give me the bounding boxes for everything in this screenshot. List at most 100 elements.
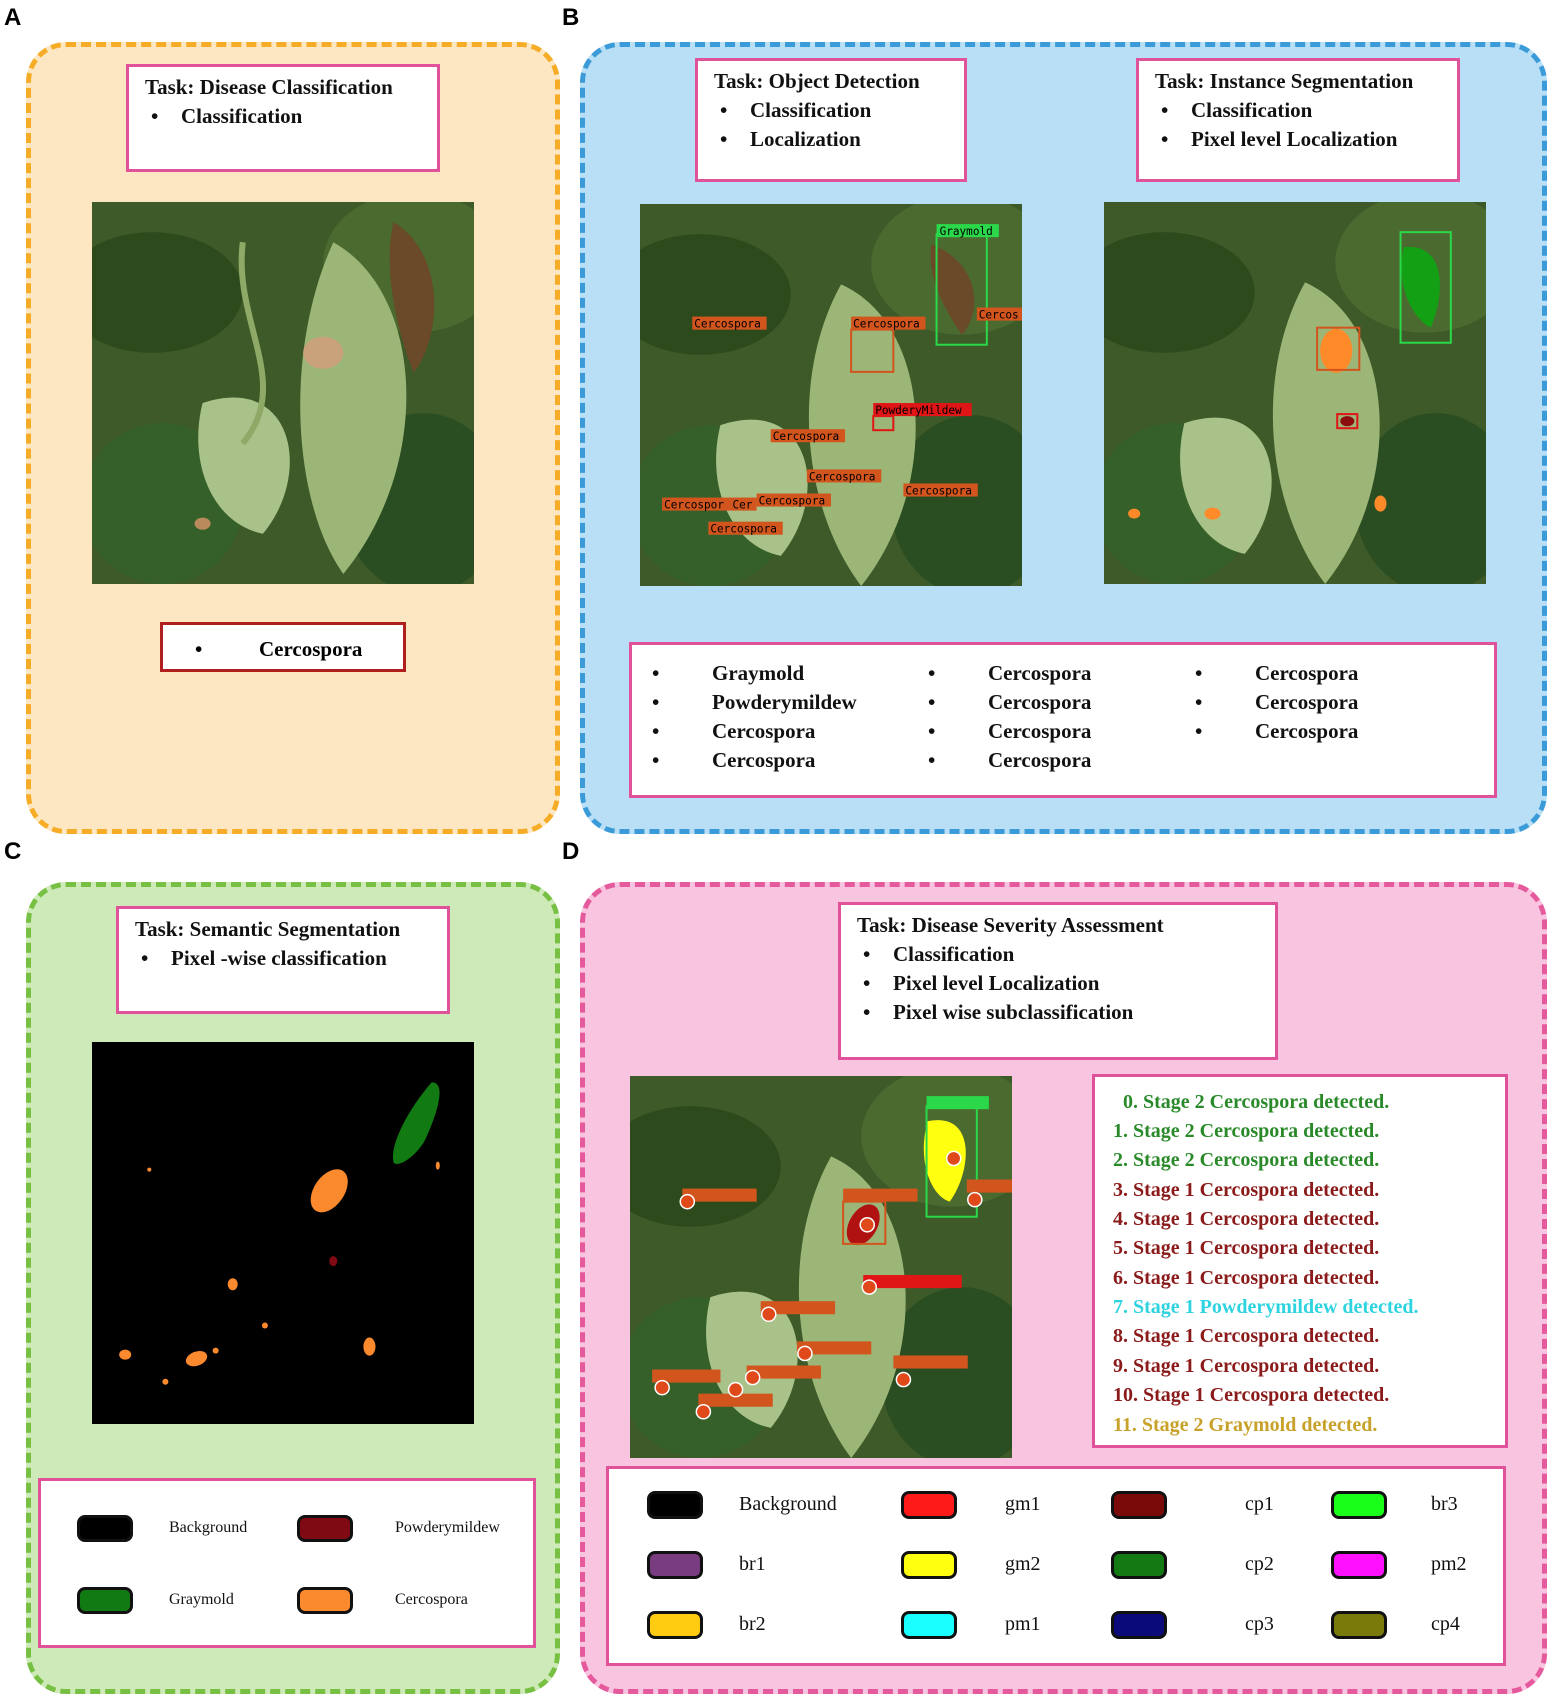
severity-item: 4. Stage 1 Cercospora detected. <box>1113 1208 1380 1230</box>
legend-label: cp3 <box>1245 1613 1274 1635</box>
task-item: Classification <box>714 96 952 125</box>
severity-item: 6. Stage 1 Cercospora detected. <box>1113 1267 1380 1289</box>
legend-swatch <box>77 1515 133 1542</box>
task-title: Task: Semantic Segmentation <box>135 917 401 941</box>
detection-label: Cercospora <box>710 523 777 536</box>
legend-swatch <box>901 1611 957 1639</box>
leaf-image-detection: Graymold Cercospora Cercospora Cercos Po… <box>640 204 1022 586</box>
legend-label: br3 <box>1431 1493 1458 1515</box>
legend-swatch <box>1111 1611 1167 1639</box>
result-item: Cercospora <box>908 659 1091 688</box>
detection-label: Cercospora <box>759 495 826 508</box>
task-title: Task: Object Detection <box>714 69 920 93</box>
legend-label: pm2 <box>1431 1553 1467 1575</box>
result-item: Cercospora <box>632 746 857 775</box>
task-item: Classification <box>857 940 1263 969</box>
task-box-semantic-segmentation: Task: Semantic Segmentation Pixel -wise … <box>116 906 450 1014</box>
legend-swatch <box>901 1551 957 1579</box>
task-item: Pixel level Localization <box>1155 125 1445 154</box>
detection-label: Cercospora <box>905 485 972 498</box>
severity-item: 3. Stage 1 Cercospora detected. <box>1113 1179 1380 1201</box>
legend-label: cp2 <box>1245 1553 1274 1575</box>
detection-label: Cercospora <box>853 318 920 331</box>
result-item: Cercospora <box>1175 659 1358 688</box>
legend-label: cp4 <box>1431 1613 1460 1635</box>
detection-label: Graymold <box>940 225 993 238</box>
results-column: Cercospora Cercospora Cercospora <box>1175 659 1358 746</box>
result-label: Cercospora <box>259 637 363 661</box>
task-title: Task: Disease Severity Assessment <box>857 913 1164 937</box>
legend-swatch <box>77 1587 133 1614</box>
severity-item: 2. Stage 2 Cercospora detected. <box>1113 1149 1380 1171</box>
severity-item: 10. Stage 1 Cercospora detected. <box>1113 1384 1390 1406</box>
detection-label: Cercospora <box>694 318 761 331</box>
task-box-classification: Task: Disease Classification Classificat… <box>126 64 440 172</box>
task-item: Localization <box>714 125 952 154</box>
severity-list-box: 0. Stage 2 Cercospora detected. 1. Stage… <box>1092 1074 1508 1448</box>
legend-swatch <box>1331 1611 1387 1639</box>
legend-label: Cercospora <box>395 1591 468 1608</box>
result-item: Cercospora <box>1175 688 1358 717</box>
legend-label: Background <box>739 1493 837 1515</box>
legend-swatch <box>1111 1551 1167 1579</box>
detection-label: Cercospora <box>809 470 876 483</box>
legend-box-c: Background Powderymildew Graymold Cercos… <box>38 1478 536 1648</box>
task-item: Pixel -wise classification <box>135 944 435 973</box>
severity-item: 11. Stage 2 Graymold detected. <box>1113 1414 1378 1436</box>
detection-label: PowderyMildew <box>875 404 962 417</box>
task-item: Classification <box>145 102 425 131</box>
result-item: Cercospora <box>632 717 857 746</box>
legend-box-d: Background gm1 cp1 br3 br1 gm2 cp2 pm2 br2 pm1 cp3… <box>606 1466 1506 1666</box>
legend-swatch <box>297 1515 353 1542</box>
severity-item: 7. Stage 1 Powderymildew detected. <box>1113 1296 1419 1318</box>
result-item: Powderymildew <box>632 688 857 717</box>
legend-label: Graymold <box>169 1591 234 1608</box>
legend-swatch <box>647 1551 703 1579</box>
legend-label: br1 <box>739 1553 766 1575</box>
legend-swatch <box>1331 1491 1387 1519</box>
legend-label: gm1 <box>1005 1493 1041 1515</box>
panel-label-c: C <box>4 838 22 865</box>
results-column: Cercospora Cercospora Cercospora Cercosp… <box>908 659 1091 775</box>
task-title: Task: Disease Classification <box>145 75 393 99</box>
legend-label: Background <box>169 1519 248 1536</box>
panel-label-a: A <box>4 4 22 31</box>
task-box-severity: Task: Disease Severity Assessment Classi… <box>838 902 1278 1060</box>
legend-swatch <box>297 1587 353 1614</box>
panel-label-d: D <box>562 838 580 865</box>
result-box-a: • Cercospora <box>160 622 406 672</box>
result-item: Cercospora <box>1175 717 1358 746</box>
result-item: Graymold <box>632 659 857 688</box>
task-box-object-detection: Task: Object Detection Classification Lo… <box>695 58 967 182</box>
legend-label: pm1 <box>1005 1613 1041 1635</box>
detection-label: Cercospora <box>773 430 840 443</box>
legend-label: Powderymildew <box>395 1519 500 1536</box>
legend-label: gm2 <box>1005 1553 1041 1575</box>
legend-swatch <box>901 1491 957 1519</box>
task-item: Classification <box>1155 96 1445 125</box>
severity-item: 0. Stage 2 Cercospora detected. <box>1123 1091 1390 1113</box>
detection-label: Cercospor <box>664 499 724 512</box>
severity-item: 5. Stage 1 Cercospora detected. <box>1113 1237 1380 1259</box>
legend-swatch <box>1331 1551 1387 1579</box>
severity-image <box>630 1076 1012 1458</box>
legend-swatch <box>647 1491 703 1519</box>
detection-label: Cercos <box>979 309 1019 322</box>
detection-label: Cer <box>732 499 752 512</box>
result-item: Cercospora <box>908 717 1091 746</box>
task-box-instance-segmentation: Task: Instance Segmentation Classificati… <box>1136 58 1460 182</box>
legend-label: br2 <box>739 1613 766 1635</box>
task-item: Pixel level Localization <box>857 969 1263 998</box>
legend-label: cp1 <box>1245 1493 1274 1515</box>
results-box-b: Graymold Powderymildew Cercospora Cercos… <box>629 642 1497 798</box>
severity-item: 9. Stage 1 Cercospora detected. <box>1113 1355 1380 1377</box>
task-title: Task: Instance Segmentation <box>1155 69 1414 93</box>
legend-swatch <box>647 1611 703 1639</box>
task-item: Pixel wise subclassification <box>857 998 1263 1027</box>
results-column: Graymold Powderymildew Cercospora Cercos… <box>632 659 857 775</box>
leaf-image-segmentation <box>1104 202 1486 584</box>
leaf-image-a <box>92 202 474 584</box>
panel-label-b: B <box>562 4 580 31</box>
result-item: Cercospora <box>908 746 1091 775</box>
severity-item: 1. Stage 2 Cercospora detected. <box>1113 1120 1380 1142</box>
